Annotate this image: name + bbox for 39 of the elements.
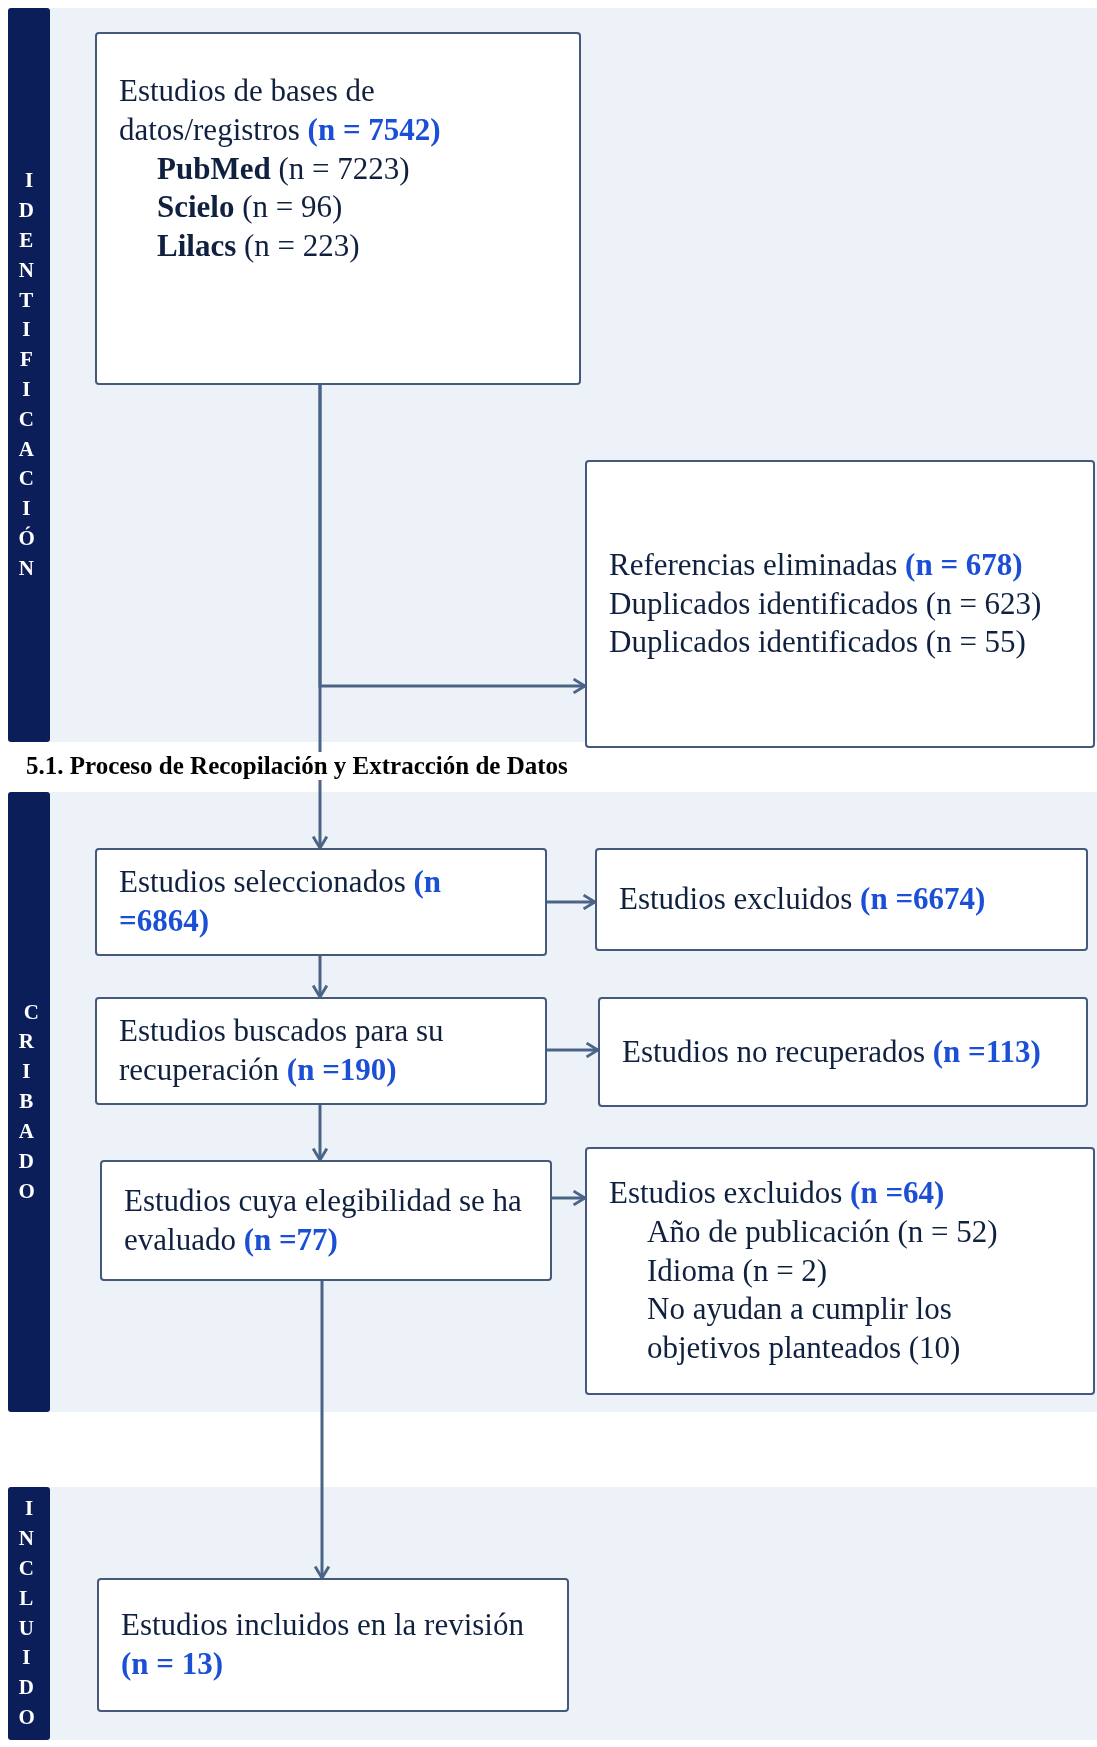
- process-box: [95, 848, 547, 956]
- process-box: [95, 997, 547, 1105]
- box-text: Estudios excluidos (n =64): [609, 1174, 946, 1213]
- box-detail: Scielo (n = 96): [156, 188, 344, 227]
- box-text: Estudios no recuperados (n =113): [622, 1032, 1042, 1071]
- box-text: Referencias eliminadas (n = 678): [609, 545, 1024, 584]
- arrow: [547, 1041, 600, 1059]
- process-box: [95, 32, 581, 385]
- process-box: [100, 1160, 552, 1281]
- box-detail: Año de publicación (n = 52): [646, 1212, 999, 1251]
- box-text: Estudios seleccionados (n =6864): [119, 863, 443, 940]
- arrow: [318, 385, 587, 695]
- section-bar: [8, 792, 50, 1412]
- section-bar: [8, 1487, 50, 1740]
- box-text: Estudios buscados para su recuperación (n =190): [119, 1012, 445, 1089]
- arrow: [547, 893, 597, 911]
- box-text: Estudios excluidos (n =6674): [619, 880, 987, 919]
- box-detail: Duplicados identificados (n = 55): [609, 623, 1027, 662]
- section-label: INCLUIDO: [18, 1495, 40, 1731]
- section-label: CRIBADO: [18, 998, 40, 1205]
- section-label: IDENTIFICACIÓN: [18, 167, 40, 582]
- box-detail: Duplicados identificados (n = 623): [609, 584, 1043, 623]
- arrow: [311, 1105, 329, 1162]
- box-text: Estudios de bases de datos/registros (n = 7542): [119, 72, 442, 149]
- process-box: [585, 460, 1095, 748]
- section-bar: [8, 8, 50, 742]
- arrow: [311, 956, 329, 999]
- process-box: [585, 1147, 1095, 1395]
- box-text: Estudios incluidos en la revisión (n = 13): [121, 1606, 525, 1683]
- process-box: [97, 1578, 569, 1712]
- box-text: Estudios cuya elegibilidad se ha evaluado (n =77): [124, 1181, 523, 1259]
- arrow: [552, 1189, 587, 1207]
- box-detail: Lilacs (n = 223): [156, 227, 361, 265]
- box-detail: No ayudan a cumplir los objetivos planteados (10): [646, 1290, 962, 1368]
- box-detail: PubMed (n = 7223): [156, 149, 411, 188]
- arrow: [313, 1281, 331, 1580]
- process-box: [598, 997, 1088, 1107]
- process-box: [595, 848, 1088, 951]
- box-detail: Idioma (n = 2): [646, 1251, 829, 1290]
